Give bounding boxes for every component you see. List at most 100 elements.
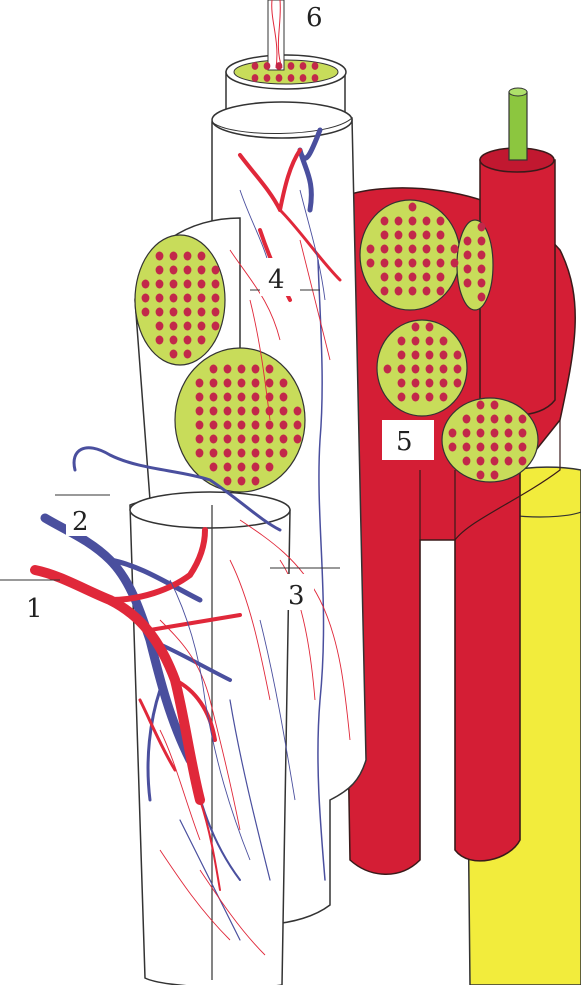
nerve-fiber [170, 280, 178, 289]
nerve-fiber [409, 217, 417, 226]
label-6: 6 [300, 0, 330, 33]
nerve-fiber [224, 421, 232, 430]
nerve-fiber [184, 294, 192, 303]
nerve-fiber [412, 337, 420, 346]
nerve-fiber [437, 245, 445, 254]
nerve-fiber [395, 287, 403, 296]
nerve-fiber [238, 421, 246, 430]
nerve-fiber [381, 259, 389, 268]
nerve-fiber [367, 259, 375, 268]
nerve-fiber [266, 449, 274, 458]
nerve-fiber [409, 203, 417, 212]
nerve-fiber [210, 407, 218, 416]
nerve-fiber [423, 273, 431, 282]
nerve-fiber [170, 252, 178, 261]
nerve-fiber [412, 365, 420, 374]
svg-text:1: 1 [26, 594, 43, 624]
nerve-fiber [238, 407, 246, 416]
nerve-fiber [464, 251, 472, 260]
nerve-fiber [409, 273, 417, 282]
nerve-fiber [198, 294, 206, 303]
nerve-fiber [196, 421, 204, 430]
nerve-fiber [224, 463, 232, 472]
nerve-fiber [198, 308, 206, 317]
nerve-fiber [440, 393, 448, 402]
nerve-fiber [196, 407, 204, 416]
nerve-fiber [426, 393, 434, 402]
nerve-fiber [198, 266, 206, 275]
nerve-fiber [238, 379, 246, 388]
nerve-fiber [224, 449, 232, 458]
nerve-fiber [478, 293, 486, 302]
svg-text:5: 5 [396, 427, 413, 457]
nerve-fiber [491, 415, 499, 424]
nerve-fiber [224, 407, 232, 416]
nerve-fiber [210, 421, 218, 430]
nerve-fiber [280, 407, 288, 416]
nerve-fiber [398, 379, 406, 388]
nerve-fiber [423, 245, 431, 254]
nerve-fiber [210, 463, 218, 472]
nerve-fiber [196, 379, 204, 388]
nerve-fiber [451, 259, 459, 268]
nerve-fiber [464, 265, 472, 274]
nerve-fiber [409, 259, 417, 268]
nerve-fiber [300, 62, 307, 70]
nerve-fiber [184, 336, 192, 345]
nerve-fiber [210, 379, 218, 388]
nerve-fiber [170, 266, 178, 275]
nerve-fiber [210, 365, 218, 374]
nerve-fiber [198, 322, 206, 331]
nerve-fiber [463, 443, 471, 452]
nerve-fiber [252, 407, 260, 416]
svg-text:3: 3 [288, 581, 305, 611]
nerve-fiber [477, 401, 485, 410]
nerve-fiber [463, 429, 471, 438]
nerve-fiber [398, 365, 406, 374]
nerve-fiber [395, 259, 403, 268]
nerve-fiber [437, 273, 445, 282]
nerve-fiber [491, 429, 499, 438]
nerve-fiber [381, 245, 389, 254]
nerve-fiber [156, 322, 164, 331]
nerve-fiber [276, 74, 283, 82]
nerve-fiber [384, 365, 392, 374]
nerve-fiber [156, 294, 164, 303]
nerve-fiber [505, 457, 513, 466]
nerve-fiber [519, 457, 527, 466]
nerve-fiber [196, 393, 204, 402]
nerve-fiber [398, 393, 406, 402]
nerve-fiber [280, 435, 288, 444]
nerve-fiber [196, 435, 204, 444]
nerve-fiber [184, 350, 192, 359]
nerve-fiber [463, 457, 471, 466]
nerve-fiber [184, 280, 192, 289]
nerve-fiber [280, 421, 288, 430]
nerve-fiber [184, 252, 192, 261]
nerve-fiber [381, 273, 389, 282]
nerve-fiber [381, 287, 389, 296]
nerve-fiber [156, 280, 164, 289]
nerve-fiber [252, 62, 259, 70]
nerve-fiber [156, 252, 164, 261]
nerve-fiber [505, 415, 513, 424]
nerve-fiber [238, 393, 246, 402]
nerve-fiber [224, 435, 232, 444]
nerve-fiber [264, 62, 271, 70]
nerve-fiber [440, 351, 448, 360]
nerve-fiber [440, 365, 448, 374]
nerve-fiber [266, 365, 274, 374]
nerve-fiber [409, 231, 417, 240]
nerve-fiber [478, 279, 486, 288]
nerve-fiber [212, 308, 220, 317]
nerve-fiber [437, 287, 445, 296]
nerve-fiber [440, 337, 448, 346]
nerve-fiber [252, 449, 260, 458]
nerve-fiber [437, 231, 445, 240]
nerve-fiber [142, 308, 150, 317]
nerve-fiber [198, 252, 206, 261]
nerve-fiber [294, 407, 302, 416]
nerve-fiber [198, 336, 206, 345]
nerve-fiber [266, 421, 274, 430]
nerve-fiber [491, 443, 499, 452]
